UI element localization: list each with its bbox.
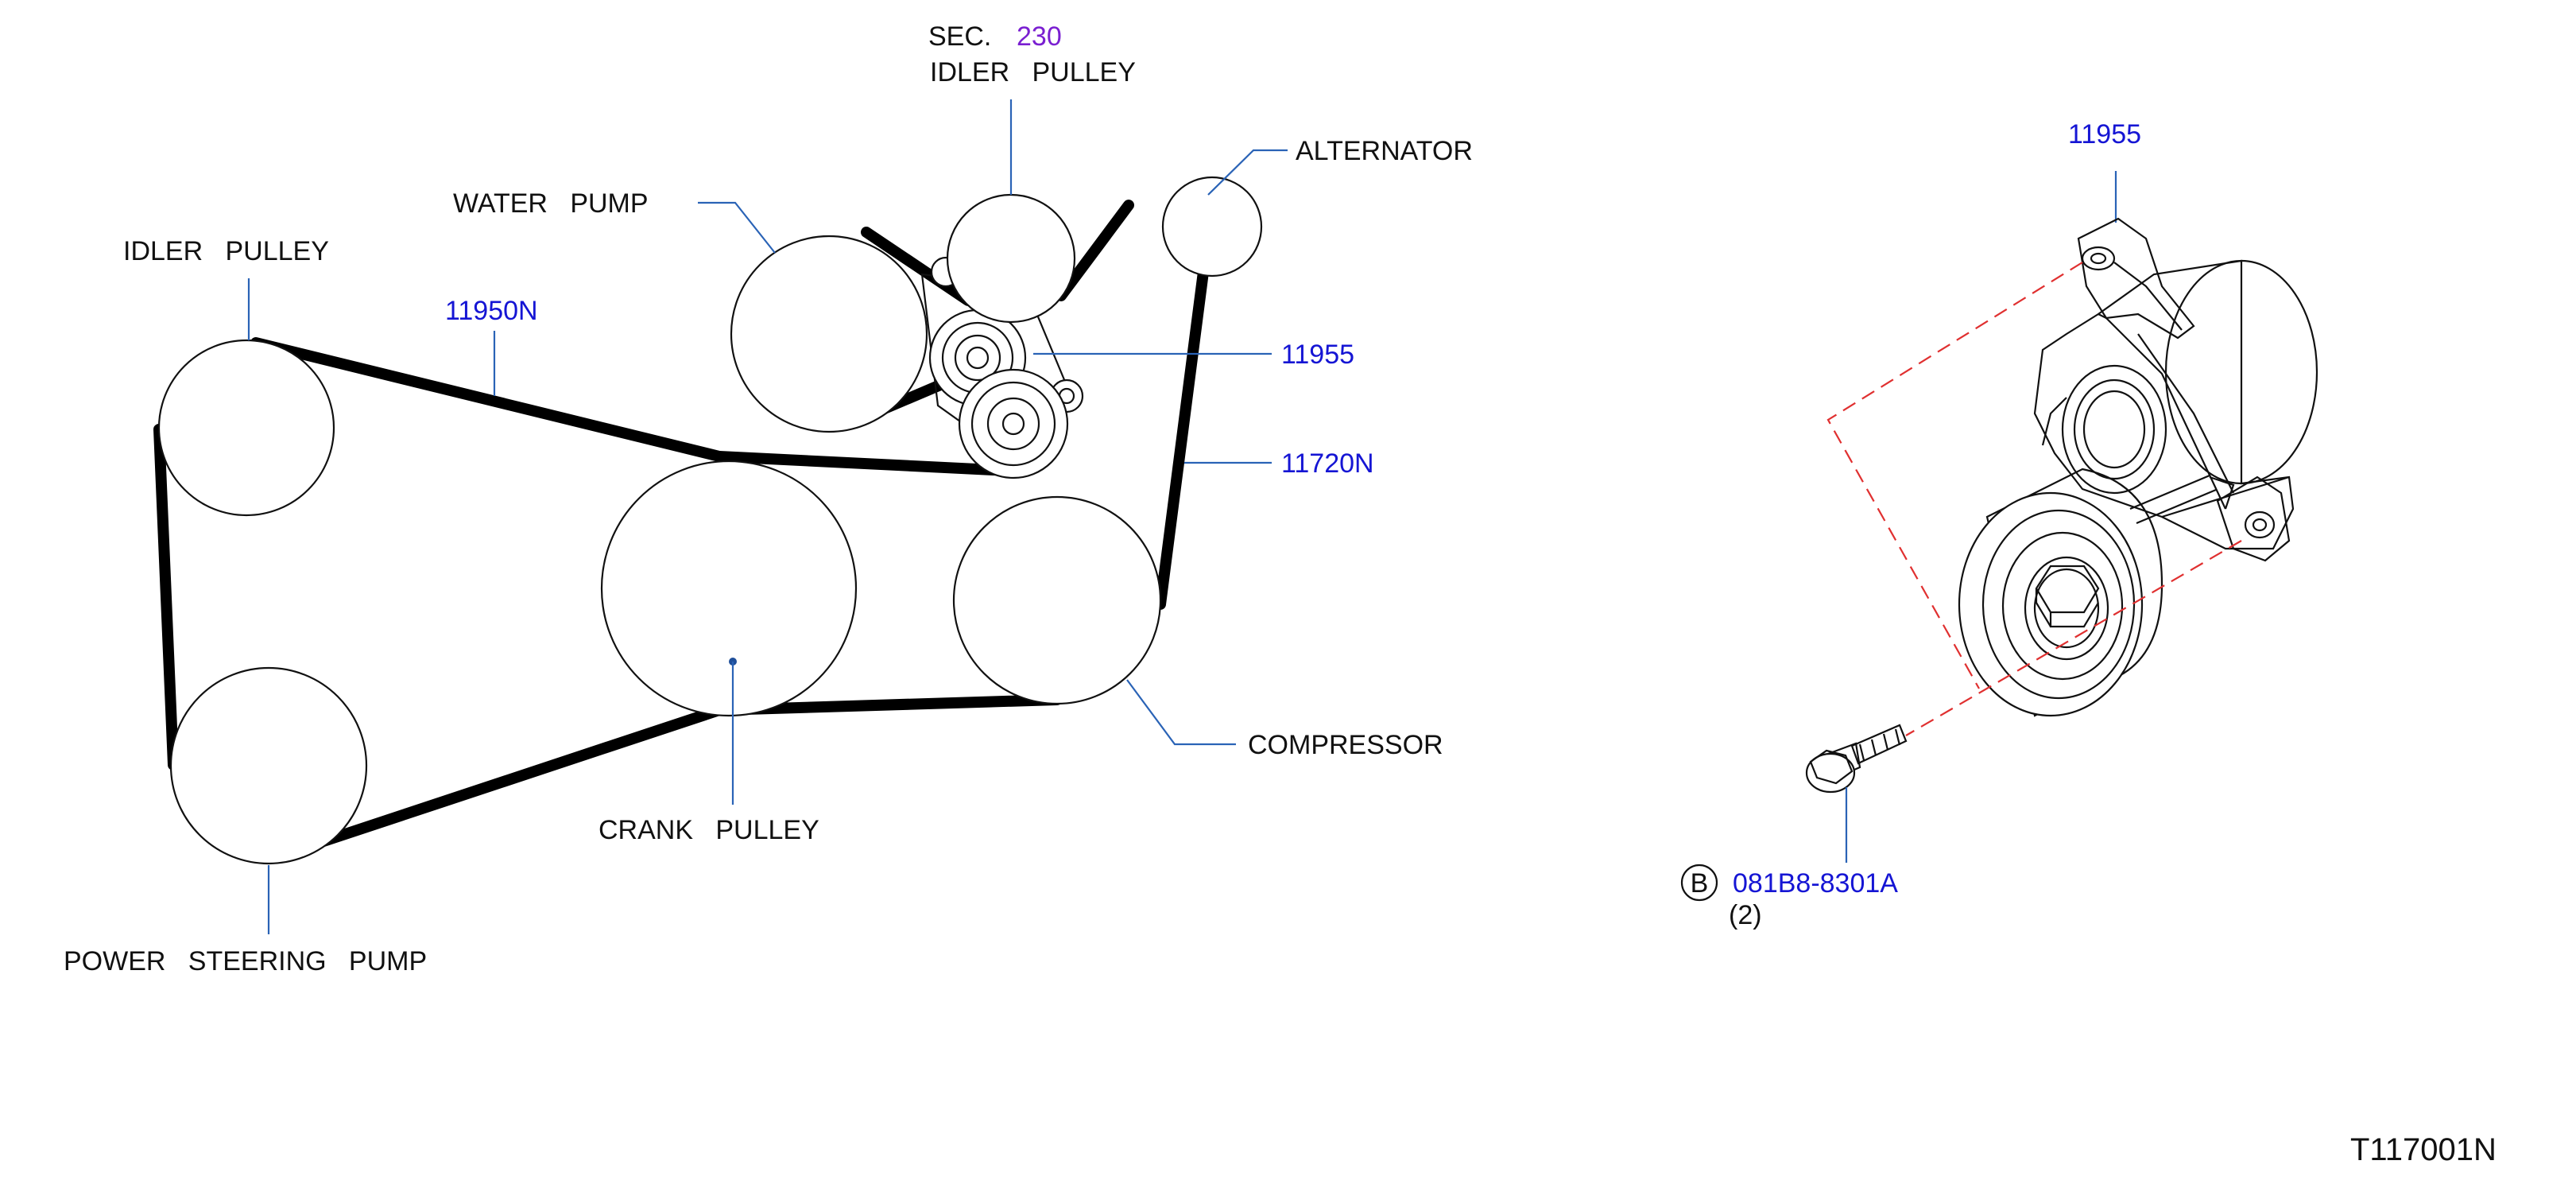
figure-code: T117001N xyxy=(2350,1132,2497,1167)
belt-layout: SEC. 230 IDLER PULLEY ALTERNATOR WATER P… xyxy=(64,21,1473,976)
bolt-badge-letter: B xyxy=(1691,868,1709,899)
arm-bolt-hole xyxy=(2081,246,2116,271)
compressor-label: COMPRESSOR xyxy=(1248,730,1443,760)
idler-pulley-left-label: IDLER PULLEY xyxy=(123,236,329,266)
tensioner-pulley xyxy=(1958,468,2163,717)
bolt-quantity: (2) xyxy=(1729,900,1762,930)
idler-pulley-left xyxy=(157,339,335,517)
crank-pulley xyxy=(600,460,858,717)
mounting-bolt xyxy=(1805,724,1908,794)
part-number-11720n[interactable]: 11720N xyxy=(1281,448,1374,479)
alternator-label: ALTERNATOR xyxy=(1296,136,1473,166)
part-number-11950n[interactable]: 11950N xyxy=(445,296,538,326)
belt-11720n xyxy=(714,200,1215,716)
alternator-pulley xyxy=(1161,176,1263,278)
tensioner-detail: 11955 xyxy=(1680,119,2318,930)
sec-prefix-label: SEC. xyxy=(928,21,991,52)
idler-pulley-top-label: IDLER PULLEY xyxy=(930,57,1136,87)
idler-pulley-top xyxy=(946,193,1076,324)
ear-bolt-hole xyxy=(2244,510,2276,539)
crank-pulley-label: CRANK PULLEY xyxy=(598,815,819,845)
water-pump-label: WATER PUMP xyxy=(453,188,649,219)
lower-ear xyxy=(2209,475,2291,562)
sec-number-link[interactable]: 230 xyxy=(1017,21,1062,52)
compressor-pulley xyxy=(952,495,1162,705)
water-pump-pulley xyxy=(730,235,928,433)
mounting-arm xyxy=(2077,217,2195,340)
tensioner-assembly xyxy=(920,256,1084,479)
power-steering-pump-pulley xyxy=(169,666,368,865)
leader-lines xyxy=(247,99,1288,934)
bolt-part-number[interactable]: 081B8-8301A xyxy=(1733,868,1898,899)
power-steering-pump-label: POWER STEERING PUMP xyxy=(64,946,427,976)
phantom-alignment-lines xyxy=(1826,262,2242,736)
tensioner-lower-roller xyxy=(958,368,1069,479)
bolt-badge-circle xyxy=(1680,864,1718,902)
detail-part-number-11955[interactable]: 11955 xyxy=(2068,119,2141,149)
part-number-11955[interactable]: 11955 xyxy=(1281,340,1354,370)
bearing-boss xyxy=(2061,364,2167,495)
tensioner-housing xyxy=(2033,259,2318,550)
